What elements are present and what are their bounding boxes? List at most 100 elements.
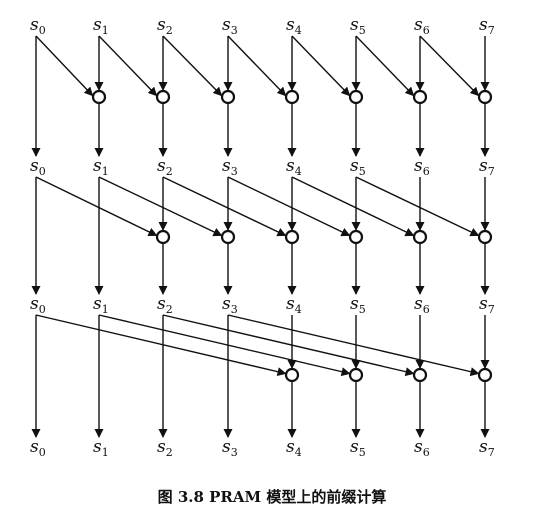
edge-diagonal-s1-to-s5 [98, 314, 351, 377]
label-s7-level1: s7 [479, 156, 495, 178]
label-s6-level2: s6 [414, 294, 430, 316]
label-subscript: 1 [102, 303, 109, 316]
label-subscript: 4 [295, 303, 302, 316]
label-subscript: 0 [39, 303, 46, 316]
adder-node-s5-step2 [348, 229, 364, 245]
edge-diagonal-s5-to-s6 [355, 35, 415, 97]
label-s3-level2: s3 [222, 294, 238, 316]
adder-node-s6-step1 [412, 89, 428, 105]
adder-node-s7-step4 [477, 367, 493, 383]
label-s3-level3: s3 [222, 437, 238, 459]
label-s1-level2: s1 [93, 294, 109, 316]
label-subscript: 5 [359, 165, 366, 178]
label-subscript: 6 [423, 24, 430, 37]
label-s7-level2: s7 [479, 294, 495, 316]
label-s2-level3: s2 [157, 437, 173, 459]
label-subscript: 4 [295, 165, 302, 178]
label-s0-level2: s0 [30, 294, 46, 316]
label-subscript: 6 [423, 165, 430, 178]
label-subscript: 6 [423, 446, 430, 459]
edge-diagonal-s2-to-s4 [162, 176, 287, 237]
label-s0-level1: s0 [30, 156, 46, 178]
label-s6-level0: s6 [414, 15, 430, 37]
edge-diagonal-s3-to-s4 [227, 35, 287, 97]
label-subscript: 6 [423, 303, 430, 316]
label-subscript: 0 [39, 165, 46, 178]
adder-node-s4-step4 [284, 367, 300, 383]
adder-node-s3-step1 [220, 89, 236, 105]
edge-diagonal-s0-to-s1 [35, 35, 94, 97]
label-s1-level1: s1 [93, 156, 109, 178]
label-subscript: 2 [166, 303, 173, 316]
adder-node-s4-step2 [284, 229, 300, 245]
label-s0-level3: s0 [30, 437, 46, 459]
label-subscript: 3 [231, 446, 238, 459]
adder-node-s5-step4 [348, 367, 364, 383]
adder-node-s3-step2 [220, 229, 236, 245]
figure-caption: 图 3.8 PRAM 模型上的前缀计算 [158, 488, 387, 506]
label-s4-level2: s4 [286, 294, 302, 316]
edge-diagonal-s4-to-s5 [291, 35, 351, 97]
label-s1-level0: s1 [93, 15, 109, 37]
edge-diagonal-s6-to-s7 [419, 35, 480, 97]
label-s6-level1: s6 [414, 156, 430, 178]
label-subscript: 4 [295, 446, 302, 459]
adder-node-s2-step1 [155, 89, 171, 105]
nodes-layer [91, 89, 493, 383]
edge-diagonal-s1-to-s2 [98, 35, 158, 97]
edge-diagonal-s2-to-s6 [162, 314, 415, 377]
label-subscript: 1 [102, 165, 109, 178]
edge-diagonal-s5-to-s7 [355, 176, 480, 237]
edge-diagonal-s3-to-s5 [227, 176, 351, 237]
edge-diagonal-s0-to-s4 [35, 314, 287, 377]
adder-node-s7-step2 [477, 229, 493, 245]
label-subscript: 5 [359, 303, 366, 316]
label-s0-level0: s0 [30, 15, 46, 37]
label-s2-level1: s2 [157, 156, 173, 178]
edges-layer [31, 35, 490, 438]
label-s4-level0: s4 [286, 15, 302, 37]
label-subscript: 5 [359, 24, 366, 37]
adder-node-s5-step1 [348, 89, 364, 105]
label-s5-level3: s5 [350, 437, 366, 459]
adder-node-s7-step1 [477, 89, 493, 105]
label-s2-level0: s2 [157, 15, 173, 37]
label-s1-level3: s1 [93, 437, 109, 459]
adder-node-s6-step4 [412, 367, 428, 383]
label-subscript: 7 [488, 446, 495, 459]
edge-diagonal-s4-to-s6 [291, 176, 415, 237]
label-subscript: 7 [488, 165, 495, 178]
label-s4-level1: s4 [286, 156, 302, 178]
edge-diagonal-s1-to-s3 [98, 176, 223, 237]
label-s3-level0: s3 [222, 15, 238, 37]
label-s5-level1: s5 [350, 156, 366, 178]
adder-node-s4-step1 [284, 89, 300, 105]
label-subscript: 2 [166, 165, 173, 178]
label-s2-level2: s2 [157, 294, 173, 316]
label-s7-level3: s7 [479, 437, 495, 459]
label-subscript: 3 [231, 303, 238, 316]
label-subscript: 1 [102, 446, 109, 459]
label-subscript: 1 [102, 24, 109, 37]
label-s5-level2: s5 [350, 294, 366, 316]
edge-diagonal-s3-to-s7 [227, 314, 480, 377]
label-s4-level3: s4 [286, 437, 302, 459]
adder-node-s2-step2 [155, 229, 171, 245]
adder-node-s1-step1 [91, 89, 107, 105]
label-subscript: 7 [488, 24, 495, 37]
label-subscript: 2 [166, 446, 173, 459]
label-s6-level3: s6 [414, 437, 430, 459]
label-s7-level0: s7 [479, 15, 495, 37]
edge-diagonal-s0-to-s2 [35, 176, 158, 237]
adder-node-s6-step2 [412, 229, 428, 245]
label-subscript: 3 [231, 165, 238, 178]
label-subscript: 5 [359, 446, 366, 459]
label-subscript: 4 [295, 24, 302, 37]
label-subscript: 7 [488, 303, 495, 316]
label-subscript: 0 [39, 24, 46, 37]
edge-diagonal-s2-to-s3 [162, 35, 223, 97]
label-subscript: 2 [166, 24, 173, 37]
label-subscript: 3 [231, 24, 238, 37]
label-s3-level1: s3 [222, 156, 238, 178]
